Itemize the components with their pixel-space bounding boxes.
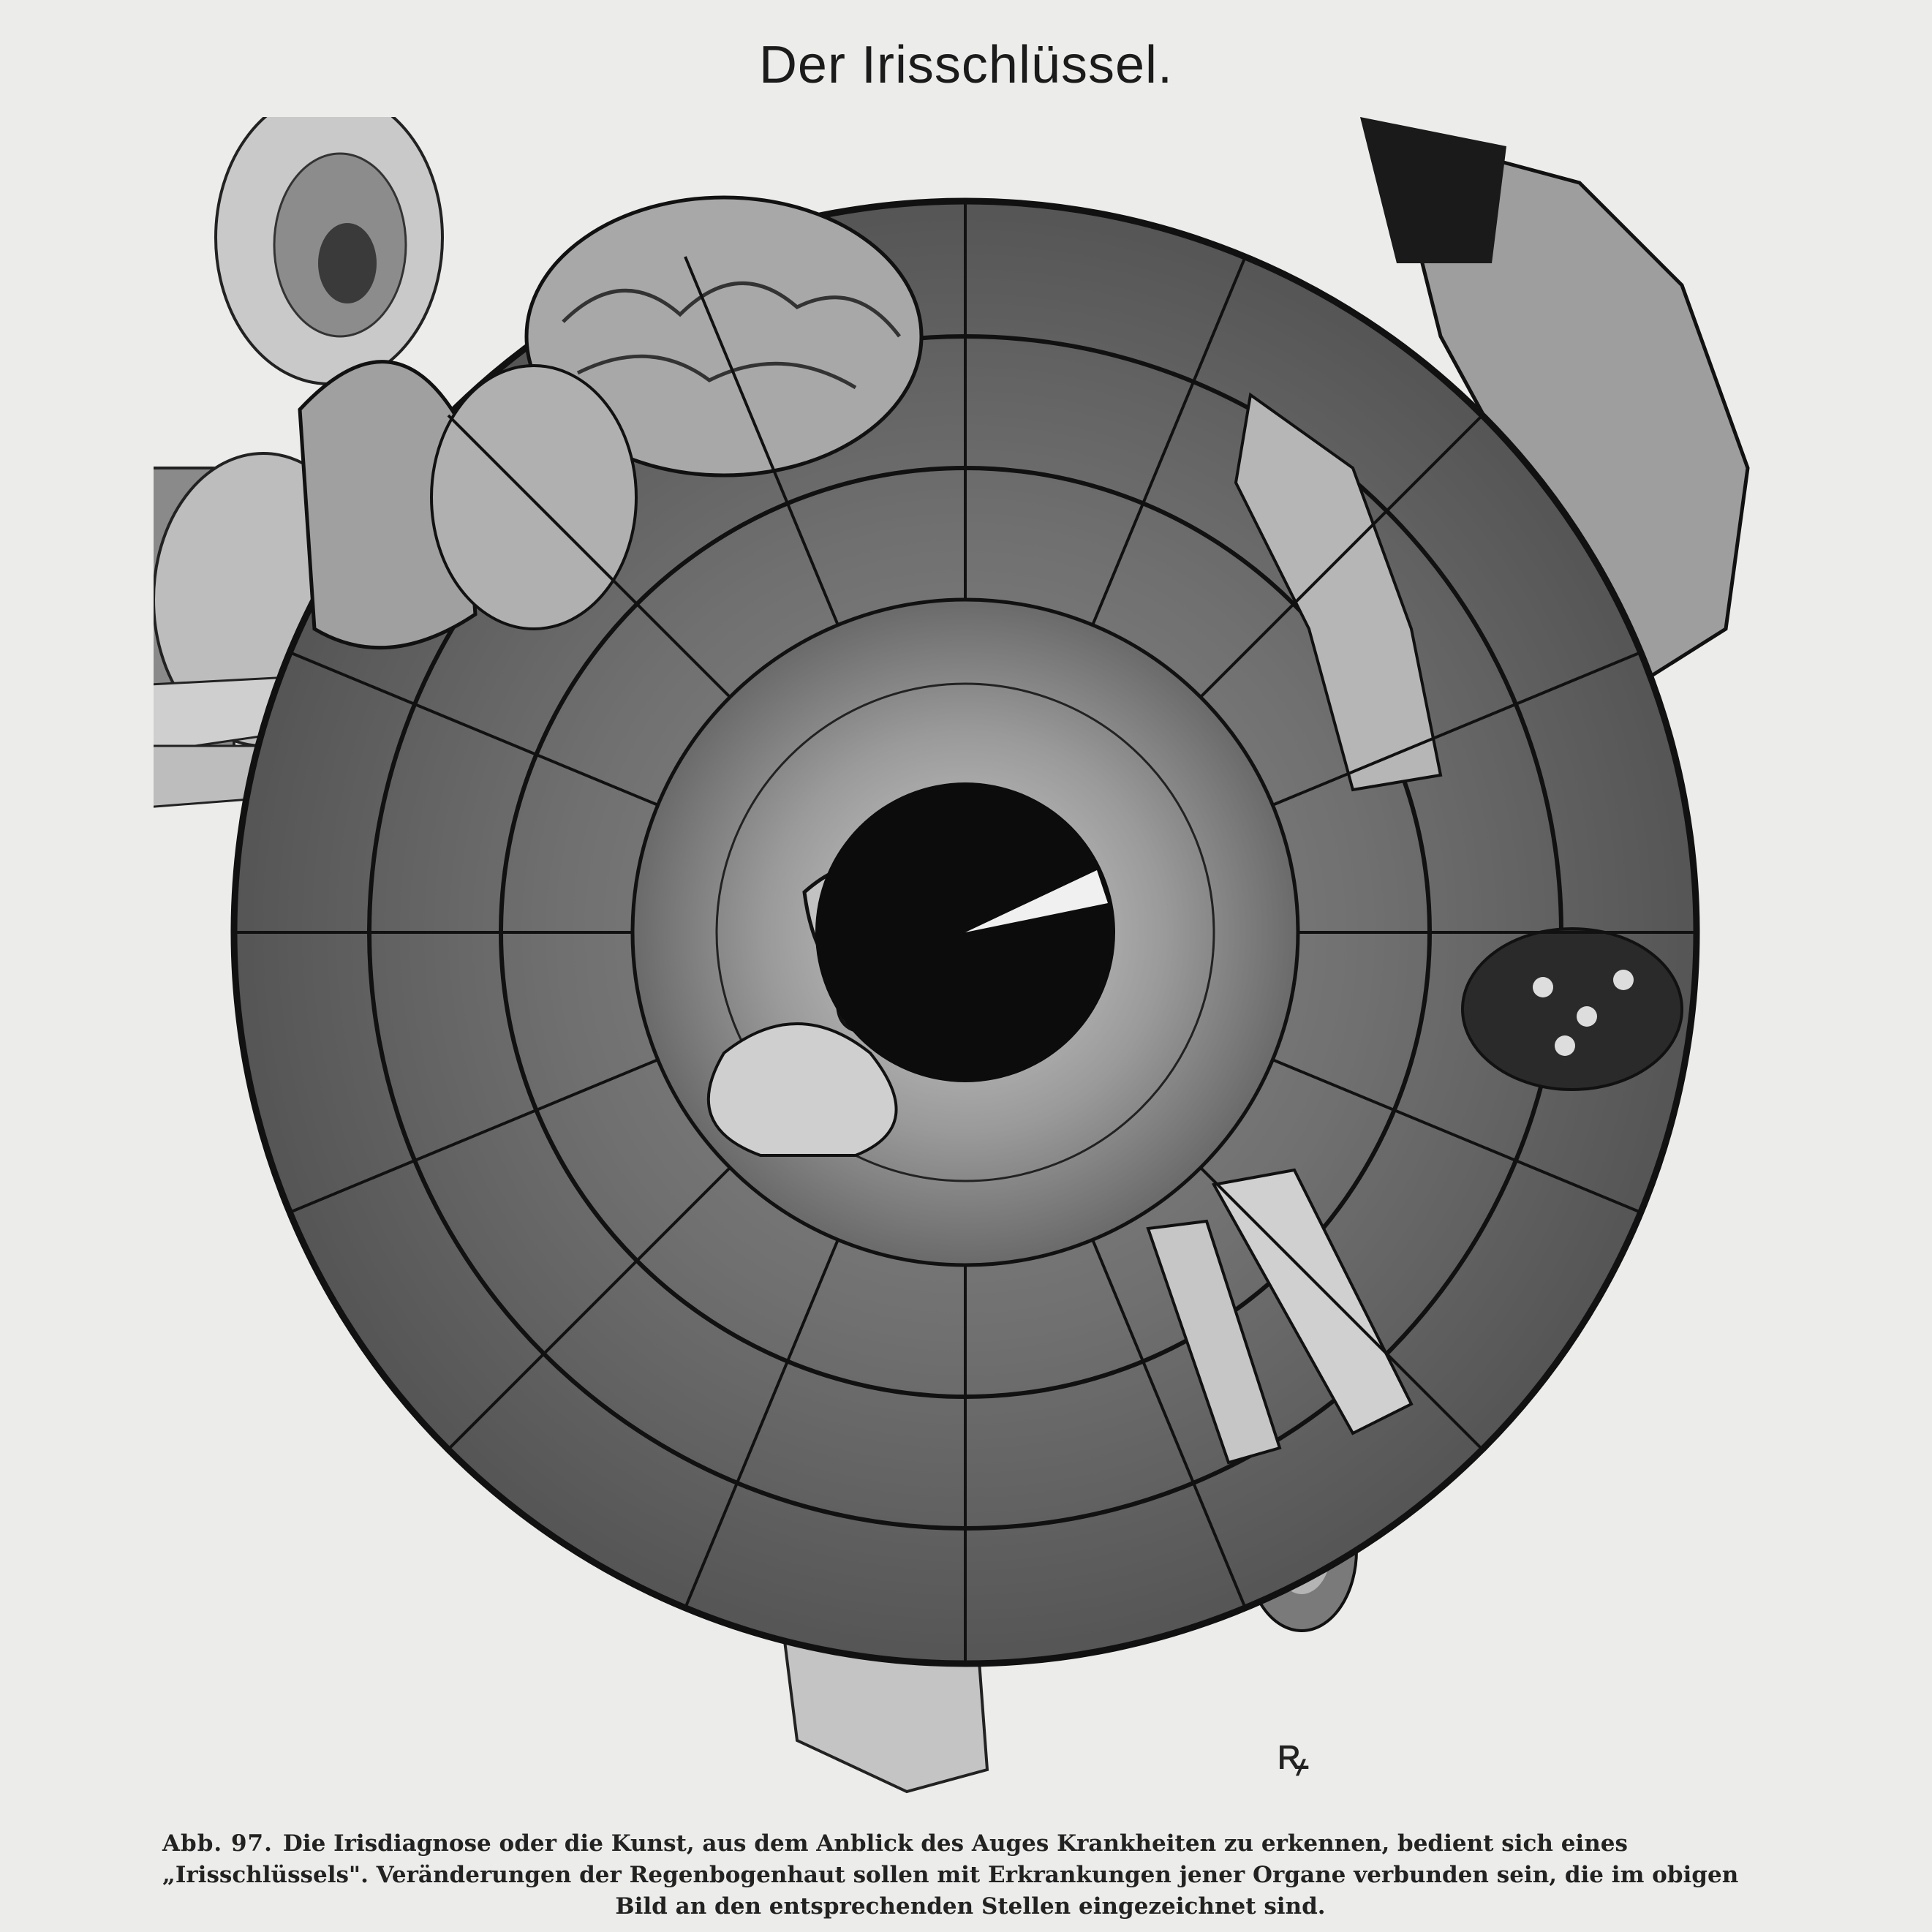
artist-monogram: ꝶ — [1276, 1729, 1310, 1780]
brain-illustration — [524, 195, 924, 478]
sector-grid — [234, 201, 1697, 1664]
heart-illustration — [430, 364, 638, 630]
leg-bones-illustration — [1146, 1168, 1414, 1465]
caption-line-2: „Irisschlüssels". Veränderungen der Rege… — [162, 1862, 1739, 1888]
pupil — [815, 782, 1115, 1082]
ear-illustration — [214, 117, 444, 385]
sagittal-head-illustration — [1360, 117, 1750, 720]
iris-chart-illustration — [154, 117, 1792, 1799]
caption-line-1: Abb. 97. Die Irisdiagnose oder die Kunst,… — [162, 1828, 1778, 1860]
pelvis-illustration — [706, 1022, 898, 1157]
figure-label: Abb. 97. — [162, 1830, 273, 1857]
figure-caption: Abb. 97. Die Irisdiagnose oder die Kunst,… — [162, 1828, 1778, 1922]
spine-section-illustration — [1234, 392, 1443, 792]
spotted-organ-illustration — [1461, 927, 1683, 1091]
caption-line-3: Bild an den entsprechenden Stellen einge… — [615, 1893, 1326, 1920]
caption-text-1: Die Irisdiagnose oder die Kunst, aus dem… — [282, 1830, 1628, 1857]
page-title: Der Irisschlüssel. — [758, 36, 1174, 94]
